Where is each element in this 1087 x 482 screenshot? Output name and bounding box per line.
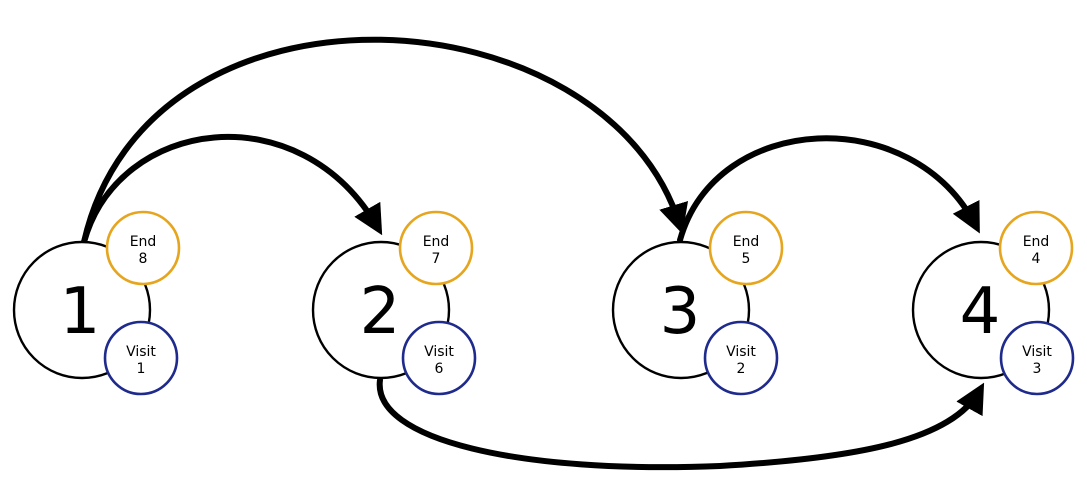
- end-badge-label: End: [1023, 234, 1050, 250]
- graph-node-1: 1 End 8 Visit 1: [12, 210, 181, 396]
- visit-badge: Visit 3: [999, 320, 1075, 396]
- graph-node-4: 4 End 4 Visit 3: [911, 210, 1075, 396]
- visit-badge-label: Visit: [126, 344, 156, 360]
- visit-badge-value: 1: [137, 361, 146, 377]
- graph-node-2: 2 End 7 Visit 6: [311, 210, 477, 396]
- edge-1-to-2: [81, 133, 383, 245]
- end-badge-label: End: [130, 234, 157, 250]
- end-badge-value: 7: [432, 251, 441, 267]
- end-badge-circle: [708, 210, 784, 286]
- node-number: 2: [360, 275, 401, 349]
- visit-badge: Visit 1: [103, 320, 179, 396]
- visit-badge-label: Visit: [726, 344, 756, 360]
- edge-1-to-3: [81, 36, 689, 245]
- end-badge-value: 4: [1032, 251, 1041, 267]
- edge-2-to-4: [376, 377, 985, 471]
- visit-badge: Visit 6: [401, 320, 477, 396]
- end-badge: End 8: [105, 210, 181, 286]
- graph-node-3: 3 End 5 Visit 2: [611, 210, 784, 396]
- visit-badge-value: 3: [1033, 361, 1042, 377]
- end-badge-circle: [398, 210, 474, 286]
- node-number: 4: [960, 275, 1001, 349]
- edges: [81, 36, 985, 471]
- visit-badge-label: Visit: [1022, 344, 1052, 360]
- end-badge-value: 5: [742, 251, 751, 267]
- visit-badge: Visit 2: [703, 320, 779, 396]
- visit-badge-value: 6: [435, 361, 444, 377]
- visit-badge-circle: [703, 320, 779, 396]
- visit-badge-circle: [401, 320, 477, 396]
- node-number: 3: [660, 275, 701, 349]
- visit-badge-circle: [103, 320, 179, 396]
- end-badge: End 7: [398, 210, 474, 286]
- end-badge-label: End: [733, 234, 760, 250]
- visit-badge-label: Visit: [424, 344, 454, 360]
- node-number: 1: [60, 275, 101, 349]
- edge-3-to-4: [677, 135, 980, 243]
- end-badge-value: 8: [139, 251, 148, 267]
- end-badge-label: End: [423, 234, 450, 250]
- visit-badge-circle: [999, 320, 1075, 396]
- visit-badge-value: 2: [737, 361, 746, 377]
- end-badge: End 4: [998, 210, 1074, 286]
- end-badge-circle: [105, 210, 181, 286]
- end-badge: End 5: [708, 210, 784, 286]
- end-badge-circle: [998, 210, 1074, 286]
